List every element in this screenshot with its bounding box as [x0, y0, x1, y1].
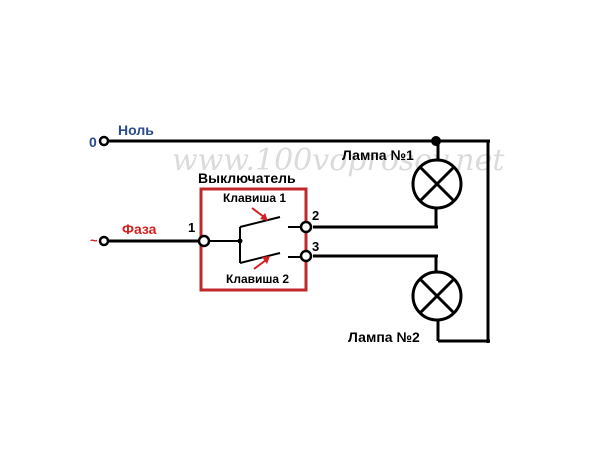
key1-label: Клавиша 1: [223, 191, 286, 205]
key2-label: Клавиша 2: [226, 272, 289, 286]
pin1-terminal: [197, 234, 211, 248]
lamp-1: [411, 158, 463, 210]
neutral-junction-dot: [431, 136, 441, 146]
key2-contact: [239, 252, 281, 264]
key1-arrow-head: [260, 213, 268, 221]
switch-common-dot: [237, 238, 243, 244]
switch-title: Выключатель: [198, 170, 296, 186]
pin2-label: 2: [312, 208, 319, 223]
zero-label: 0: [89, 134, 97, 150]
pin3-label: 3: [312, 239, 319, 254]
lamp1-label: Лампа №1: [342, 147, 414, 163]
lamp-2: [411, 270, 463, 322]
pin1-label: 1: [188, 220, 195, 235]
pin2-terminal: [299, 220, 313, 234]
neutral-label: Ноль: [118, 122, 154, 138]
phase-tilde-label: ~: [90, 233, 98, 248]
phase-terminal: [98, 235, 110, 247]
key1-arrow: [251, 207, 265, 218]
key2-arrow-head: [262, 256, 270, 264]
lamp2-label: Лампа №2: [348, 329, 420, 345]
neutral-terminal: [98, 135, 110, 147]
phase-label: Фаза: [122, 221, 157, 237]
key2-arrow: [253, 259, 267, 270]
pin3-terminal: [299, 249, 313, 263]
key1-contact: [239, 216, 281, 228]
